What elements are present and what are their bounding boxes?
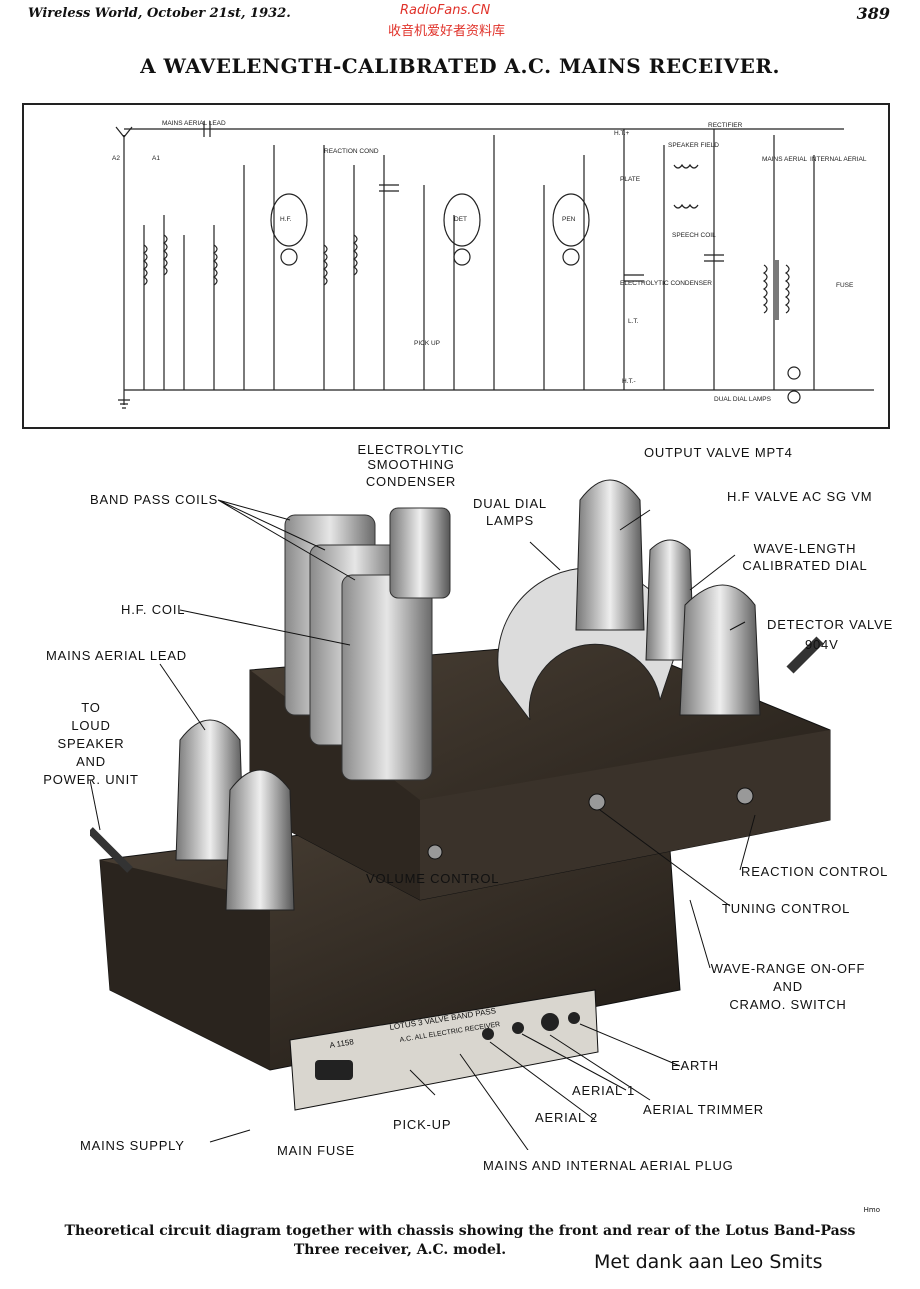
- figure-caption: Theoretical circuit diagram together wit…: [40, 1222, 880, 1260]
- volume-control-knob: [427, 844, 443, 860]
- label-earth: EARTH: [671, 1058, 719, 1073]
- label-reaction-control: REACTION CONTROL: [741, 864, 889, 879]
- label-wave-length: WAVE-LENGTH: [753, 541, 857, 556]
- diagram-label-dual-dial-lamps: DUAL DIAL LAMPS: [714, 396, 772, 403]
- circuit-schematic: MAINS AERIAL LEAD A2 A1 REACTION COND H.…: [112, 120, 874, 409]
- label-detector-type: 904V: [805, 637, 839, 652]
- diagram-label-speaker-field: SPEAKER FIELD: [668, 142, 719, 149]
- label-hf-coil: H.F. COIL: [121, 602, 186, 617]
- label-electrolytic-smoothing: ELECTROLYTIC SMOOTHING: [357, 442, 465, 472]
- label-detector-valve: DETECTOR VALVE: [767, 617, 894, 632]
- aerial-1-socket: [512, 1022, 524, 1034]
- caption-line-1: Theoretical circuit diagram together wit…: [64, 1223, 856, 1239]
- diagram-label-rectifier: RECTIFIER: [708, 122, 743, 129]
- watermark-chinese: 收音机爱好者资料库: [388, 24, 506, 39]
- label-to: TO: [81, 700, 101, 715]
- output-valve: [575, 479, 645, 631]
- diagram-label-plate: PLATE: [620, 176, 641, 183]
- label-hf-valve: H.F VALVE AC SG VM: [727, 489, 873, 504]
- circuit-diagram: MAINS AERIAL LEAD A2 A1 REACTION COND H.…: [22, 103, 890, 429]
- diagram-label-mains-aerial-lead: MAINS AERIAL LEAD: [162, 120, 226, 127]
- label-lamps: LAMPS: [485, 513, 535, 528]
- watermark-site: RadioFans.CN: [400, 3, 491, 18]
- label-wave-range: WAVE-RANGE ON-OFF: [710, 961, 866, 976]
- label-band-pass-coils: BAND PASS COILS: [90, 492, 219, 507]
- diagram-label-hf: H.F.: [280, 216, 292, 223]
- label-condenser: CONDENSER: [365, 474, 457, 489]
- label-and: AND: [76, 754, 106, 769]
- caption-line-2: Three receiver, A.C. model.: [293, 1242, 507, 1258]
- label-mains-aerial-lead: MAINS AERIAL LEAD: [46, 648, 187, 663]
- label-volume-control: VOLUME CONTROL: [366, 871, 500, 886]
- label-main-fuse: MAIN FUSE: [277, 1143, 355, 1158]
- diagram-label-a2: A2: [112, 155, 120, 162]
- chassis-photograph: LOTUS 3 VALVE BAND PASS A.C. ALL ELECTRI…: [90, 479, 831, 1150]
- diagram-label-pick-up: PICK UP: [414, 340, 440, 347]
- electrolytic-condenser: [389, 507, 451, 599]
- earth-socket: [568, 1012, 580, 1024]
- label-mains-supply: MAINS SUPPLY: [80, 1138, 185, 1153]
- label-gramo-switch: CRAMO. SWITCH: [729, 997, 847, 1012]
- label-mains-internal-plug: MAINS AND INTERNAL AERIAL PLUG: [483, 1158, 734, 1173]
- diagram-label-det: DET: [454, 216, 467, 223]
- aerial-2-socket: [482, 1028, 494, 1040]
- label-and-switch: AND: [773, 979, 803, 994]
- diagram-label-fuse: FUSE: [836, 282, 854, 289]
- label-tuning-control: TUNING CONTROL: [722, 901, 851, 916]
- label-power-unit: POWER. UNIT: [43, 772, 139, 787]
- diagram-label-pen: PEN: [562, 216, 576, 223]
- diagram-label-a1: A1: [152, 155, 160, 162]
- reaction-control-knob: [736, 787, 754, 805]
- label-calibrated-dial: CALIBRATED DIAL: [742, 558, 868, 573]
- diagram-label-speech-coil: SPEECH COIL: [672, 232, 716, 239]
- label-loud-speaker: LOUD SPEAKER: [57, 718, 125, 751]
- main-fuse-holder: [315, 1060, 353, 1080]
- diagram-label-ht-minus: H.T.-: [622, 378, 636, 385]
- label-dual-dial: DUAL DIAL: [473, 496, 547, 511]
- diagram-label-lt: L.T.: [628, 318, 639, 325]
- diagram-label-reaction-cond: REACTION COND: [324, 148, 379, 155]
- article-title: A WAVELENGTH-CALIBRATED A.C. MAINS RECEI…: [140, 54, 780, 78]
- label-aerial-1: AERIAL 1: [572, 1083, 636, 1098]
- label-aerial-trimmer: AERIAL TRIMMER: [643, 1102, 764, 1117]
- label-aerial-2: AERIAL 2: [535, 1110, 599, 1125]
- credit-text: Met dank aan Leo Smits: [594, 1251, 823, 1273]
- panel-model: A 1158: [329, 1037, 355, 1050]
- diagram-label-mains-aerial: MAINS AERIAL: [762, 156, 808, 163]
- rear-valve-2: [225, 769, 295, 911]
- diagram-label-internal-aerial: INTERNAL AERIAL: [810, 156, 867, 163]
- label-output-valve: OUTPUT VALVE MPT4: [644, 445, 793, 460]
- diagram-label-electrolytic-condenser: ELECTROLYTIC CONDENSER: [620, 280, 712, 287]
- detector-valve: [679, 584, 761, 716]
- hf-coil-can: [341, 574, 433, 781]
- journal-header: Wireless World, October 21st, 1932.: [28, 6, 291, 21]
- label-pick-up: PICK-UP: [393, 1117, 452, 1132]
- aerial-trimmer-knob: [541, 1013, 559, 1031]
- tuning-control-knob: [588, 793, 606, 811]
- diagram-label-ht-plus: H.T.+: [614, 130, 630, 137]
- page-number: 389: [856, 4, 890, 23]
- artist-initials: Hmo: [863, 1206, 880, 1214]
